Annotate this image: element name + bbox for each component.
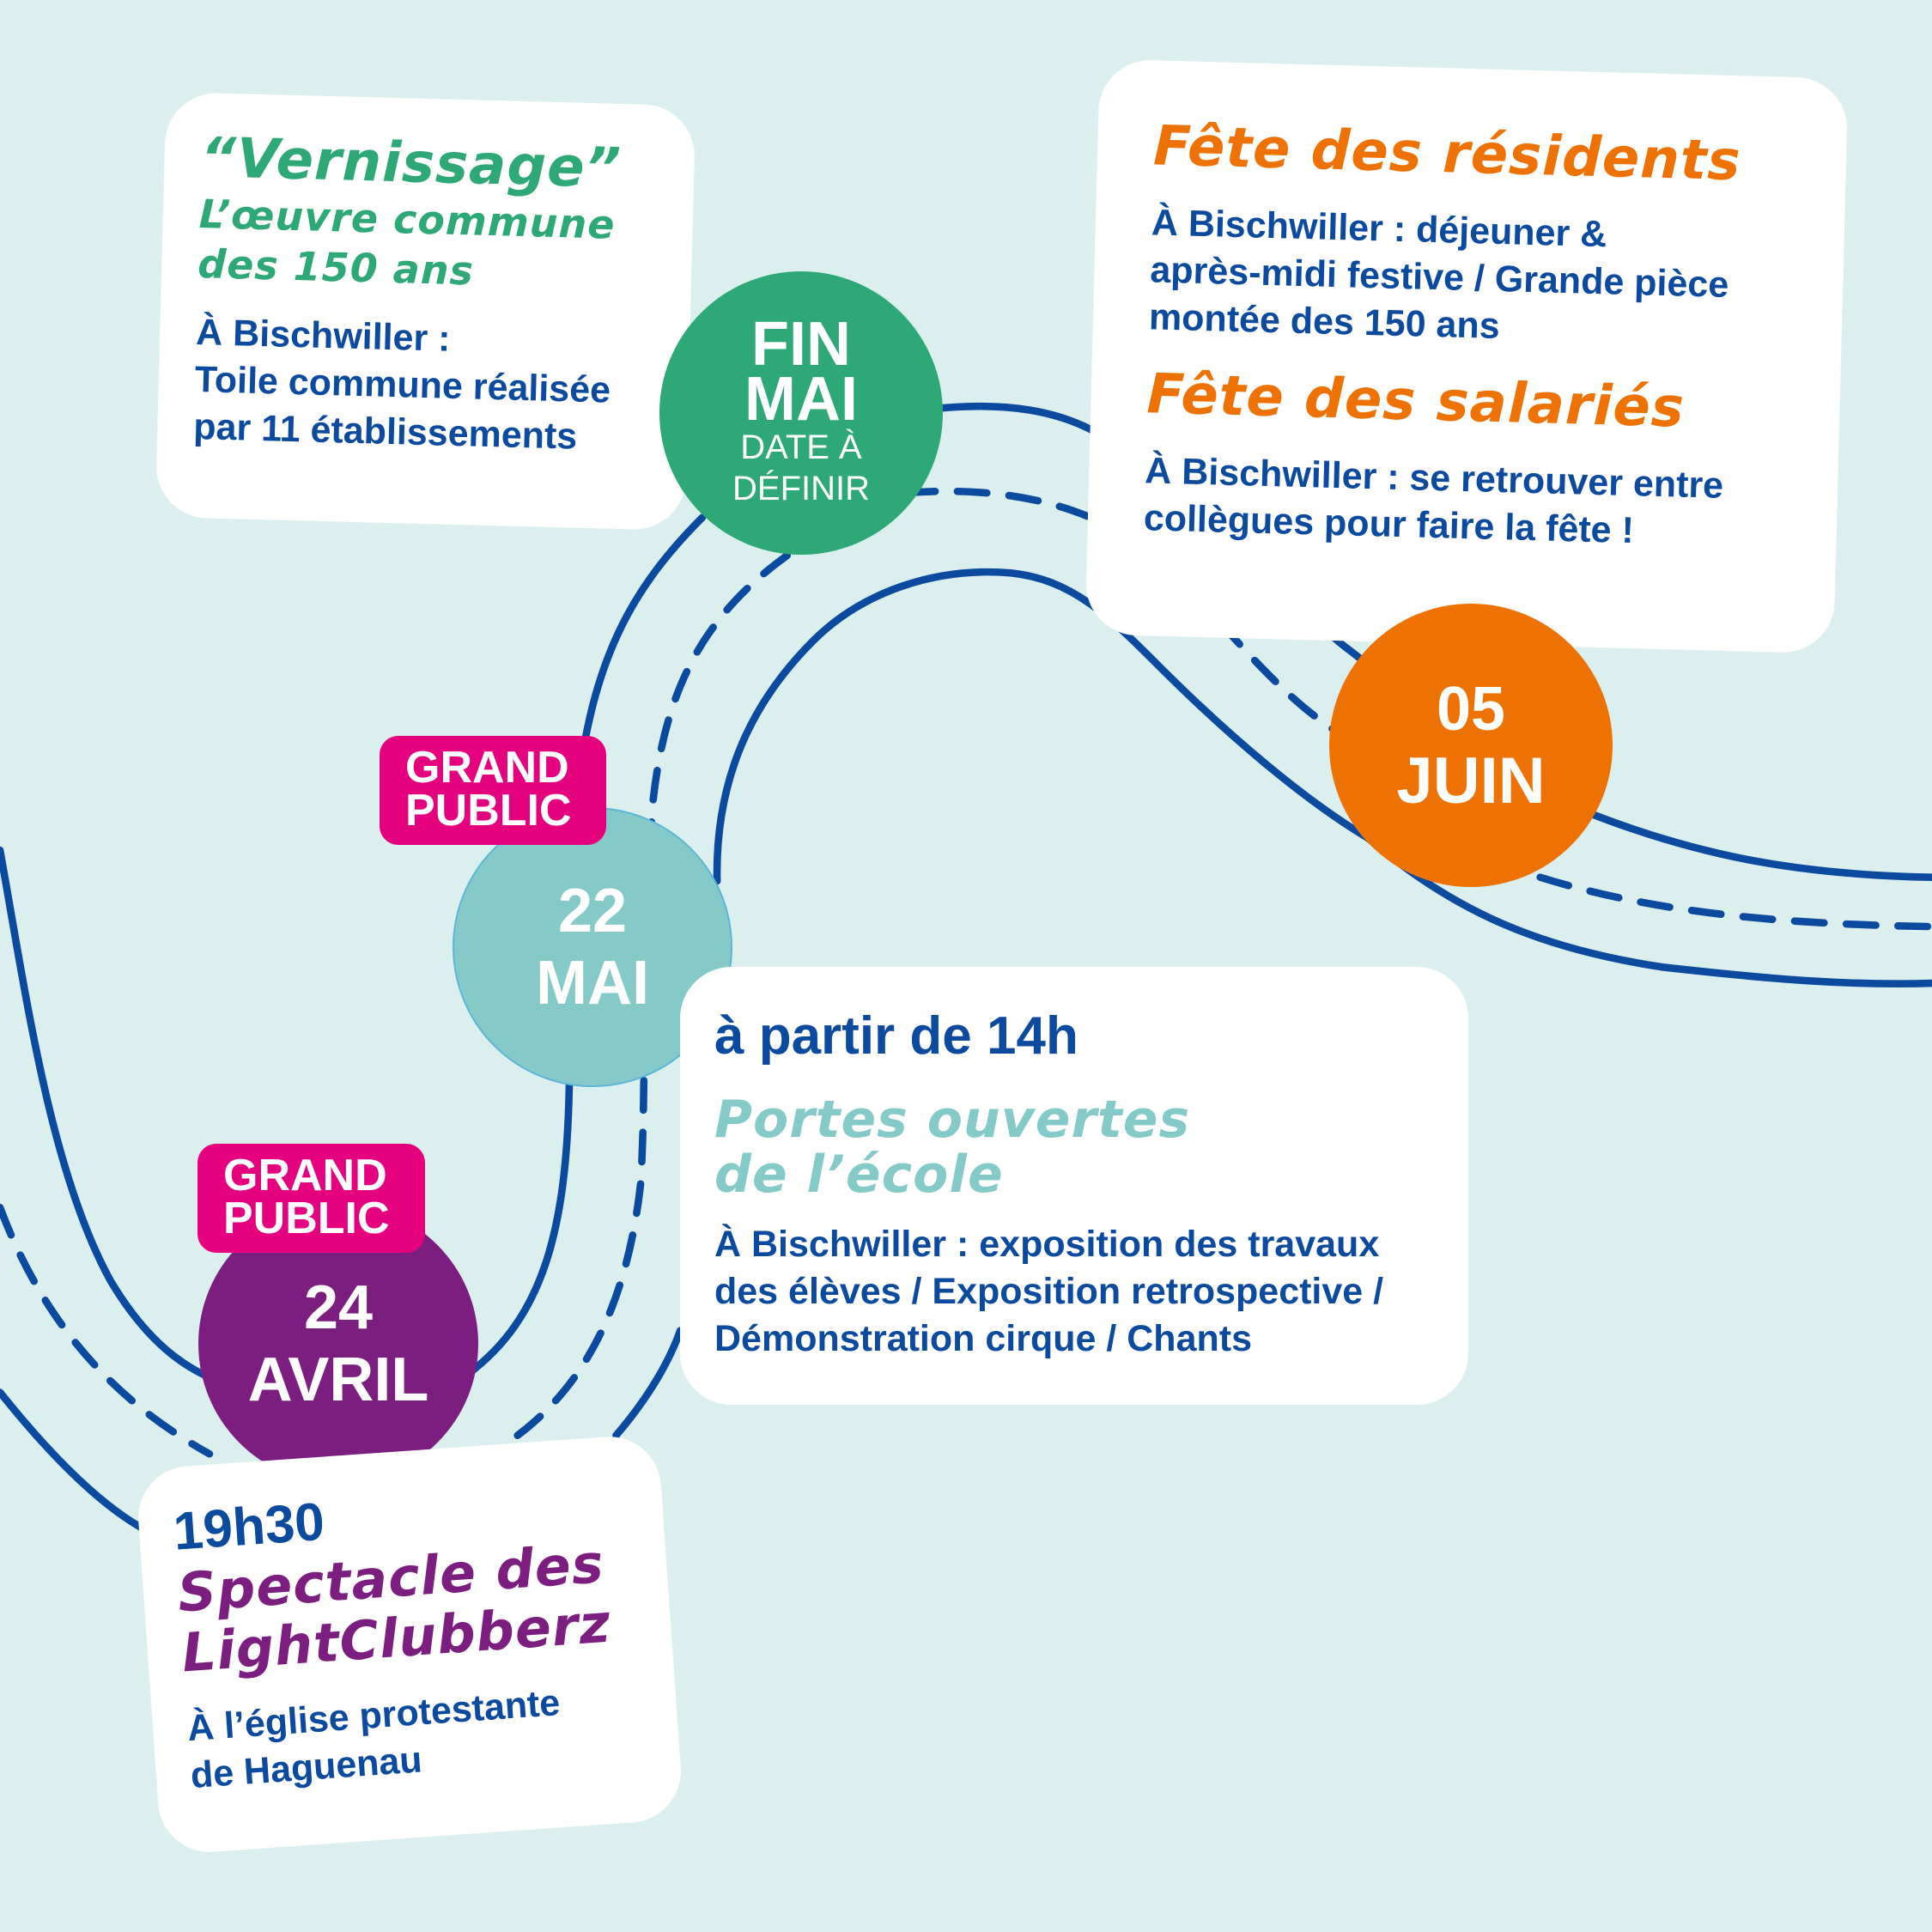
badge-line-2: PUBLIC [223,1194,390,1243]
portes-title-2: de l’école [714,1145,1004,1205]
grand-public-badge: GRAND PUBLIC [380,736,606,845]
portes-line-1: À Bischwiller : exposition des travaux [714,1224,1380,1265]
date-fin-mai: FIN MAI DATE À DÉFINIR [659,271,943,555]
date-fin: FIN [751,310,851,379]
date-month: MAI [536,949,649,1018]
grand-public-badge: GRAND PUBLIC [197,1144,425,1253]
badge-line-1: GRAND [223,1151,387,1200]
date-month: JUIN [1396,744,1546,817]
portes-card: à partir de 14h Portes ouvertes de l’éco… [680,967,1468,1405]
fetes-card: Fête des résidents À Bischwiller : déjeu… [1084,58,1849,654]
date-day: 24 [303,1273,374,1342]
portes-line-3: Démonstration cirque / Chants [714,1318,1252,1359]
spectacle-card: 19h30 Spectacle des LightClubberz À l’ég… [135,1433,684,1856]
date-22-mai: 22 MAI [453,807,732,1087]
date-note-1: DATE À [740,428,862,466]
portes-time: à partir de 14h [714,1006,1078,1066]
date-day: 05 [1436,675,1506,744]
portes-line-2: des élèves / Exposition retrospective / [714,1271,1384,1312]
vernissage-card: “Vernissage” L’œuvre commune des 150 ans… [155,92,696,531]
portes-title-1: Portes ouvertes [714,1090,1191,1150]
date-mai: MAI [744,365,858,434]
date-day: 22 [557,877,628,945]
date-month: AVRIL [247,1346,429,1414]
residents-title: Fête des résidents [1152,114,1742,194]
badge-line-2: PUBLIC [405,786,572,835]
badge-line-1: GRAND [405,743,569,793]
date-note-2: DÉFINIR [732,470,870,507]
salaries-title: Fête des salariés [1145,362,1686,440]
date-05-juin: 05 JUIN [1329,604,1613,887]
